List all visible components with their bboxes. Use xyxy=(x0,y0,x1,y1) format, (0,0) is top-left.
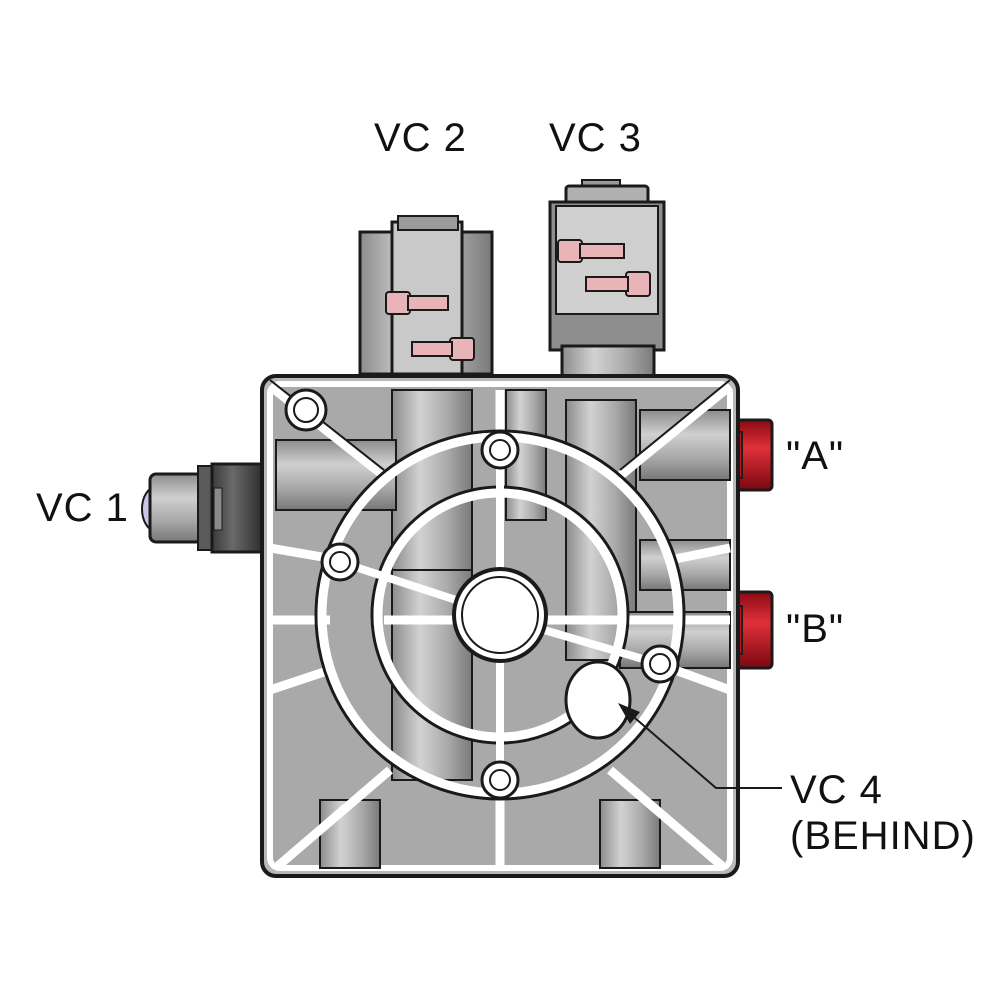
port-a-label: "A" xyxy=(786,434,845,478)
vc3-cartridge xyxy=(548,179,666,378)
vc2-label: VC 2 xyxy=(374,116,467,160)
port-b-label: "B" xyxy=(786,607,845,651)
manifold-body xyxy=(260,374,740,878)
vc4-behind-note: (BEHIND) xyxy=(790,814,976,858)
vc4-opening xyxy=(564,660,632,740)
vc4-leader xyxy=(618,703,782,789)
vc2-screw-1 xyxy=(385,291,449,315)
vc1-cartridge xyxy=(141,462,266,554)
vc3-screw-1 xyxy=(557,239,625,263)
vc2-cartridge xyxy=(358,215,494,376)
bolt-holes xyxy=(284,388,680,800)
vc3-label: VC 3 xyxy=(549,116,642,160)
vc4-label: VC 4 xyxy=(790,768,883,812)
vc3-screw-2 xyxy=(585,271,651,297)
vc2-screw-2 xyxy=(411,337,475,361)
vc1-label: VC 1 xyxy=(36,486,129,530)
